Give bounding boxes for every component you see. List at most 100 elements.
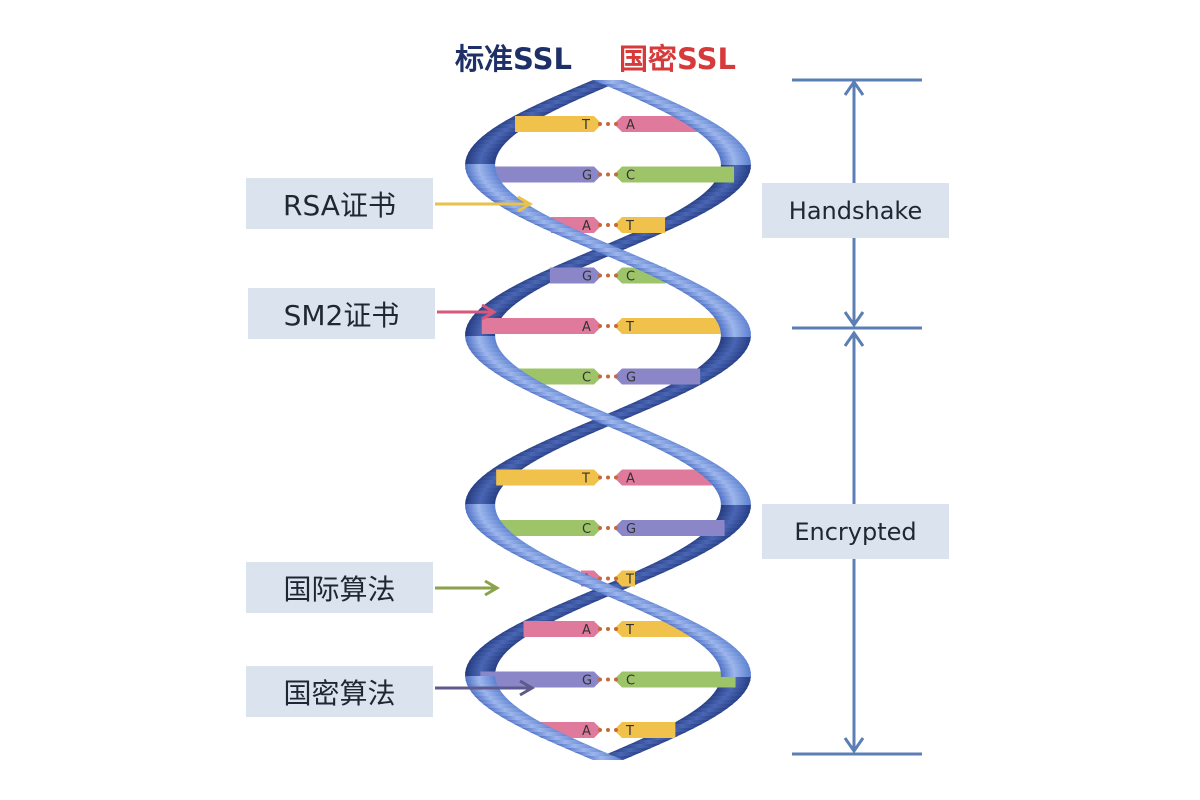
strand-segment bbox=[472, 652, 507, 657]
strand-segment bbox=[621, 92, 663, 97]
base-letter: G bbox=[626, 371, 636, 386]
strand-segment bbox=[696, 364, 734, 369]
base-letter: T bbox=[581, 472, 590, 487]
strand-segment bbox=[695, 300, 732, 305]
strand-segment bbox=[506, 380, 546, 385]
base-right bbox=[614, 217, 666, 233]
strand-segment bbox=[485, 536, 523, 541]
strand-segment bbox=[551, 572, 593, 577]
strand-segment bbox=[692, 128, 730, 133]
strand-segment bbox=[574, 412, 616, 417]
strand-segment bbox=[488, 708, 526, 713]
strand-segment bbox=[495, 292, 534, 297]
strand-segment bbox=[521, 728, 562, 733]
strand-segment bbox=[700, 304, 737, 309]
strand-segment bbox=[517, 216, 558, 221]
strand-segment bbox=[505, 456, 544, 461]
strand-segment bbox=[639, 100, 681, 105]
strand-segment bbox=[490, 540, 529, 545]
strand-segment bbox=[553, 432, 595, 437]
hydrogen-bond-dot bbox=[598, 172, 602, 177]
base-letter: G bbox=[582, 169, 592, 184]
strand-segment bbox=[699, 192, 736, 197]
strand-segment bbox=[535, 100, 577, 105]
strand-segment bbox=[687, 200, 726, 205]
strand-segment bbox=[616, 600, 659, 605]
strand-segment bbox=[673, 548, 713, 553]
strand-segment bbox=[521, 388, 562, 393]
strand-segment bbox=[664, 112, 704, 117]
strand-segment bbox=[680, 544, 720, 549]
base-letter: C bbox=[582, 522, 591, 537]
strand-segment bbox=[706, 696, 742, 701]
strand-segment bbox=[707, 480, 743, 485]
strand-segment bbox=[707, 140, 743, 145]
strand-segment bbox=[542, 568, 584, 573]
hydrogen-bond-dot bbox=[598, 374, 602, 379]
strand-segment bbox=[666, 552, 706, 557]
strand-segment bbox=[480, 192, 517, 197]
strand-segment bbox=[625, 264, 668, 269]
strand-segment bbox=[717, 152, 750, 157]
hydrogen-bond-dot bbox=[606, 223, 610, 227]
strand-segment bbox=[470, 144, 505, 149]
strand-segment bbox=[701, 360, 738, 365]
hydrogen-bond-dot bbox=[614, 526, 618, 530]
strand-segment bbox=[553, 92, 595, 97]
strand-segment bbox=[527, 444, 569, 449]
strand-segment bbox=[621, 432, 663, 437]
strand-segment bbox=[588, 588, 631, 593]
strand-segment bbox=[548, 604, 591, 609]
base-right bbox=[614, 318, 735, 334]
strand-segment bbox=[555, 404, 598, 409]
base-letter: A bbox=[626, 472, 635, 487]
strand-segment bbox=[628, 740, 670, 745]
strand-segment bbox=[471, 352, 506, 357]
strand-segment bbox=[525, 560, 566, 565]
strand-segment bbox=[482, 364, 520, 369]
strand-segment bbox=[517, 556, 558, 561]
strand-segment bbox=[719, 496, 751, 501]
base-letter: A bbox=[582, 219, 591, 234]
strand-segment bbox=[485, 196, 523, 201]
strand-segment bbox=[466, 172, 499, 177]
strand-segment bbox=[472, 184, 508, 189]
base-right bbox=[614, 520, 725, 536]
strand-segment bbox=[714, 488, 748, 493]
hydrogen-bond-dot bbox=[598, 627, 602, 631]
strand-segment bbox=[637, 396, 678, 401]
label-sm2-cert: SM2证书 bbox=[248, 288, 435, 339]
strand-segment bbox=[718, 324, 751, 329]
phase-encrypted: Encrypted bbox=[762, 504, 949, 559]
strand-segment bbox=[634, 268, 676, 273]
base-letter: C bbox=[582, 371, 591, 386]
hydrogen-bond-dot bbox=[614, 576, 618, 581]
strand-segment bbox=[519, 108, 560, 113]
strand-segment bbox=[650, 560, 691, 565]
strand-segment bbox=[668, 624, 708, 629]
strand-segment bbox=[513, 724, 554, 729]
hydrogen-bond-dot bbox=[614, 475, 618, 480]
base-left bbox=[480, 671, 602, 688]
strand-segment bbox=[716, 660, 749, 665]
strand-segment bbox=[500, 716, 539, 721]
strand-segment bbox=[597, 592, 640, 597]
base-letter: G bbox=[582, 270, 592, 285]
strand-segment bbox=[465, 496, 497, 501]
strand-segment bbox=[719, 156, 751, 161]
strand-segment bbox=[658, 556, 699, 561]
strand-segment bbox=[666, 212, 706, 217]
strand-segment bbox=[656, 108, 697, 113]
strand-segment bbox=[717, 492, 750, 497]
strand-segment bbox=[701, 700, 738, 705]
strand-segment bbox=[564, 408, 607, 413]
strand-segment bbox=[654, 388, 695, 393]
strand-segment bbox=[475, 648, 511, 653]
strand-segment bbox=[703, 476, 739, 481]
hydrogen-bond-dot bbox=[598, 273, 602, 278]
strand-segment bbox=[711, 144, 746, 149]
